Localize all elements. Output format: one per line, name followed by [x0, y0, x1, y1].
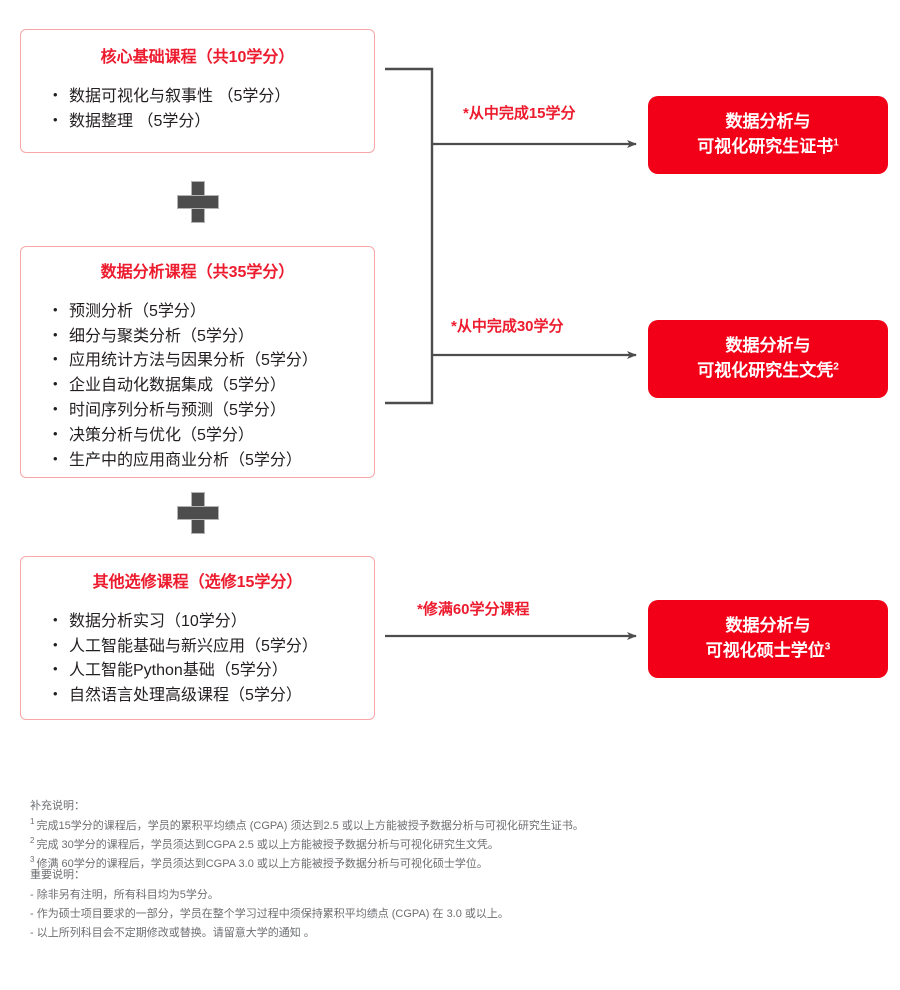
supplementary-notes-heading: 补充说明：	[30, 800, 85, 812]
outcome-footnote-marker: 2	[833, 361, 839, 373]
course-item: 人工智能Python基础（5学分）	[49, 659, 374, 684]
note-text: 修满 60学分的课程后，学员须达到CGPA 3.0 或以上方能被授予数据分析与可…	[36, 857, 488, 870]
course-item: 细分与聚类分析（5学分）	[49, 325, 374, 350]
course-box-analytics-title: 数据分析课程（共35学分）	[100, 264, 295, 281]
course-item: 人工智能基础与新兴应用（5学分）	[49, 635, 374, 660]
course-list-electives: 数据分析实习（10学分） 人工智能基础与新兴应用（5学分） 人工智能Python…	[49, 610, 374, 709]
course-box-core-title: 核心基础课程（共10学分）	[100, 49, 295, 66]
important-notes: 重要说明： - 除非另有注明，所有科目均为5学分。 - 作为硕士项目要求的一部分…	[30, 866, 509, 943]
course-item: 时间序列分析与预测（5学分）	[49, 399, 374, 424]
bracket-connector	[385, 67, 434, 405]
course-item: 生产中的应用商业分析（5学分）	[49, 449, 374, 474]
note-marker: 2	[30, 836, 35, 846]
arrow-label-diploma: *从中完成30学分	[451, 318, 564, 335]
arrow-label-certificate: *从中完成15学分	[463, 105, 576, 122]
course-box-electives-title: 其他选修课程（选修15学分）	[92, 574, 303, 591]
course-item: 自然语言处理高级课程（5学分）	[49, 684, 374, 709]
note-marker: 1	[30, 817, 35, 827]
note-marker: 3	[30, 855, 35, 865]
outcome-line-1: 数据分析与	[725, 616, 811, 636]
note-text: 完成15学分的课程后，学员的累积平均绩点 (CGPA) 须达到2.5 或以上方能…	[36, 819, 584, 832]
outcome-footnote-marker: 1	[833, 137, 839, 149]
important-notes-heading: 重要说明：	[30, 869, 85, 881]
course-box-analytics: 数据分析课程（共35学分） 预测分析（5学分） 细分与聚类分析（5学分） 应用统…	[20, 246, 375, 478]
note-line: - 除非另有注明，所有科目均为5学分。	[30, 888, 219, 901]
note-line: - 作为硕士项目要求的一部分，学员在整个学习过程中须保持累积平均绩点 (CGPA…	[30, 907, 509, 920]
arrow-label-masters: *修满60学分课程	[417, 601, 530, 618]
course-list-analytics: 预测分析（5学分） 细分与聚类分析（5学分） 应用统计方法与因果分析（5学分） …	[49, 300, 374, 474]
outcome-line-2: 可视化硕士学位	[705, 641, 825, 660]
plus-icon	[177, 492, 219, 534]
outcome-line-2: 可视化研究生文凭	[697, 361, 834, 380]
outcome-box-masters: 数据分析与 可视化硕士学位3	[648, 600, 888, 678]
course-list-core: 数据可视化与叙事性 （5学分） 数据整理 （5学分）	[49, 85, 374, 135]
course-item: 决策分析与优化（5学分）	[49, 424, 374, 449]
plus-icon	[177, 181, 219, 223]
outcome-box-diploma: 数据分析与 可视化研究生文凭2	[648, 320, 888, 398]
course-box-electives: 其他选修课程（选修15学分） 数据分析实习（10学分） 人工智能基础与新兴应用（…	[20, 556, 375, 720]
outcome-line-2: 可视化研究生证书	[697, 137, 834, 156]
course-item: 企业自动化数据集成（5学分）	[49, 374, 374, 399]
outcome-box-certificate: 数据分析与 可视化研究生证书1	[648, 96, 888, 174]
course-box-core: 核心基础课程（共10学分） 数据可视化与叙事性 （5学分） 数据整理 （5学分）	[20, 29, 375, 153]
course-item: 数据可视化与叙事性 （5学分）	[49, 85, 374, 110]
outcome-line-1: 数据分析与	[725, 336, 811, 356]
outcome-line-1: 数据分析与	[725, 112, 811, 132]
note-line: - 以上所列科目会不定期修改或替换。请留意大学的通知 。	[30, 926, 315, 939]
outcome-footnote-marker: 3	[824, 641, 831, 653]
course-item: 数据整理 （5学分）	[49, 110, 374, 135]
course-item: 数据分析实习（10学分）	[49, 610, 374, 635]
course-item: 应用统计方法与因果分析（5学分）	[49, 349, 374, 374]
course-item: 预测分析（5学分）	[49, 300, 374, 325]
note-text: 完成 30学分的课程后，学员须达到CGPA 2.5 或以上方能被授予数据分析与可…	[36, 838, 499, 851]
